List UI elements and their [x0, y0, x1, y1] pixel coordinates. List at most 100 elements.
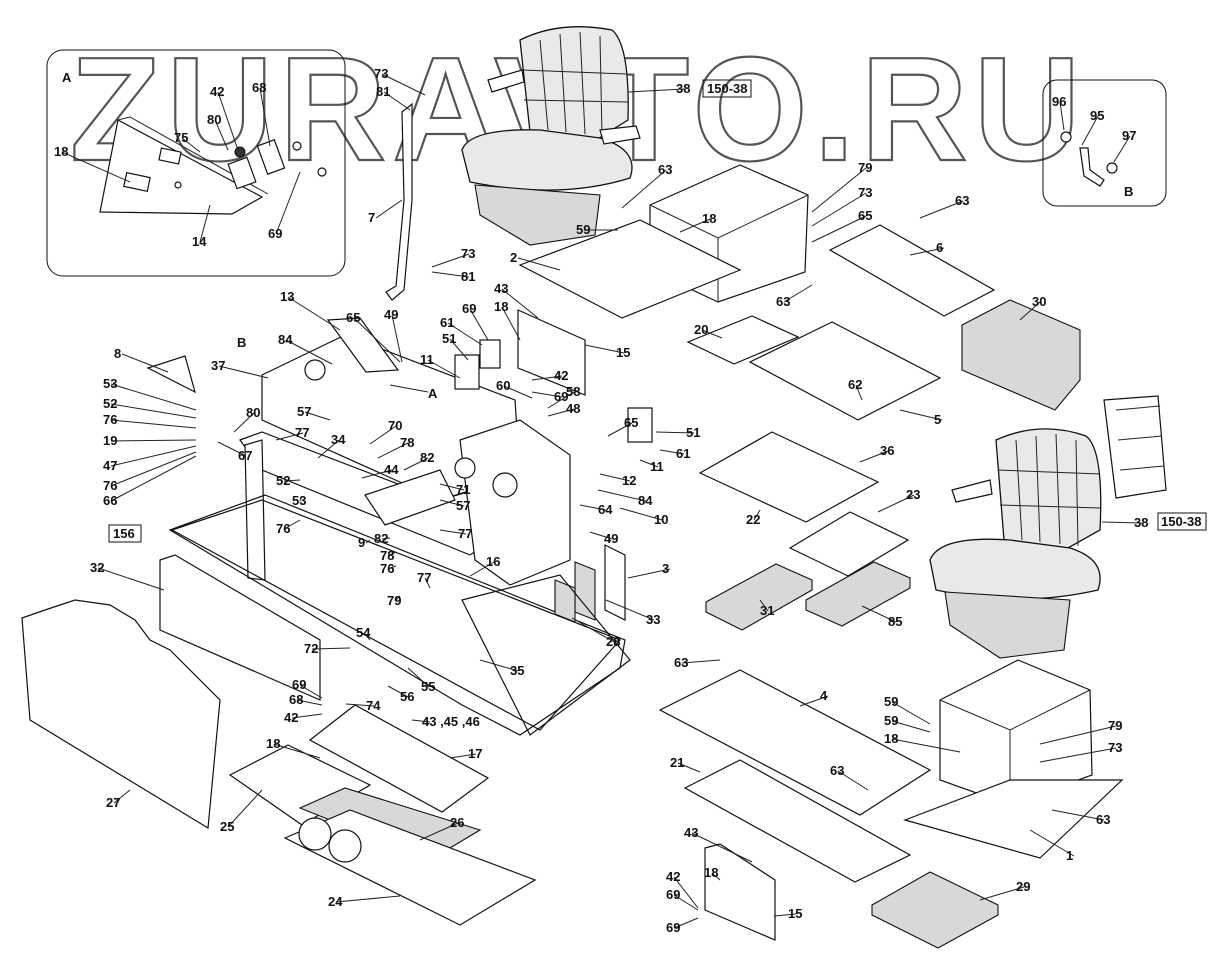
- leader-line: [1019, 301, 1041, 321]
- leader-line: [1051, 809, 1105, 821]
- part-callout-label: 63: [1096, 812, 1110, 827]
- leader-line: [861, 605, 897, 623]
- leader-line: [199, 204, 211, 243]
- part-callout-label: 42: [666, 869, 680, 884]
- leader-line: [1039, 725, 1117, 745]
- leader-line: [407, 667, 430, 688]
- leader-line: [711, 872, 721, 881]
- leader-line: [783, 284, 813, 303]
- leader-line: [394, 595, 401, 602]
- leader-line: [217, 91, 239, 151]
- part-callout-label: 52: [103, 396, 117, 411]
- part-callout-label: 65: [858, 208, 872, 223]
- view-marker-b: B: [237, 335, 246, 350]
- leader-line: [304, 411, 331, 421]
- panel-part-23: [788, 511, 910, 577]
- part-callout-label: 73: [1108, 740, 1122, 755]
- panel-part-15: [517, 309, 586, 396]
- part-callout-label: 68: [252, 80, 266, 95]
- part-callout-label: 18: [704, 865, 718, 880]
- part-callout-label: 42: [210, 84, 224, 99]
- part-callout-label: 78: [400, 435, 414, 450]
- plate-part-11b: [627, 407, 653, 443]
- part-callout-label: 43 ,45 ,46: [422, 714, 480, 729]
- leader-line: [479, 659, 519, 672]
- part-callout-label: 65: [346, 310, 360, 325]
- leader-line: [681, 659, 721, 664]
- part-callout-label: 18: [884, 731, 898, 746]
- part-callout-label: 63: [955, 193, 969, 208]
- leader-line: [627, 88, 685, 93]
- leader-line: [383, 91, 411, 111]
- part-callout-label: 9: [358, 535, 365, 550]
- leader-line: [1113, 135, 1131, 163]
- part-callout-label: 72: [304, 641, 318, 656]
- part-callout-label: 63: [830, 763, 844, 778]
- leader-line: [799, 695, 829, 707]
- leader-line: [501, 288, 539, 319]
- leader-line: [449, 753, 477, 759]
- leader-line: [811, 215, 867, 243]
- leader-line: [387, 551, 397, 557]
- part-callout-label: 1: [1066, 848, 1073, 863]
- leader-line: [365, 539, 371, 544]
- part-callout-label: 4: [820, 688, 828, 703]
- part-callout-label: 81: [376, 84, 390, 99]
- leader-line: [547, 391, 575, 409]
- leader-line: [287, 296, 341, 331]
- part-callout-label: 2: [510, 250, 517, 265]
- part-callout-label: 15: [788, 906, 802, 921]
- ref-150-38-top: 150-38: [707, 81, 747, 96]
- part-callout-label: 69: [462, 301, 476, 316]
- leader-line: [439, 483, 465, 491]
- storage-box-upper: [518, 164, 809, 319]
- part-callout-label: 20: [694, 322, 708, 337]
- leader-line: [627, 568, 671, 579]
- leader-line: [503, 385, 533, 399]
- leader-line: [121, 353, 169, 373]
- part-callout-label: 34: [331, 432, 346, 447]
- inset-b-detail: B: [1042, 79, 1167, 207]
- block-part-31: [705, 563, 813, 631]
- leader-line: [811, 167, 867, 213]
- leader-line: [227, 789, 263, 828]
- base-frame: [461, 574, 631, 736]
- leader-line: [584, 344, 625, 354]
- leader-line: [837, 770, 869, 791]
- part-callout-label: 60: [496, 378, 510, 393]
- leader-line: [363, 632, 371, 641]
- leader-line: [110, 419, 197, 429]
- leader-line: [387, 685, 409, 698]
- part-callout-label: 82: [420, 450, 434, 465]
- leader-line: [275, 171, 301, 235]
- leader-line: [1039, 747, 1117, 763]
- part-callout-label: 25: [220, 819, 234, 834]
- leader-line: [891, 720, 931, 733]
- leader-line: [899, 409, 943, 421]
- part-callout-label: 81: [461, 269, 475, 284]
- part-callout-label: 18: [266, 736, 280, 751]
- leader-line: [110, 439, 197, 442]
- leader-line: [110, 403, 197, 419]
- part-callout-label: 29: [1016, 879, 1030, 894]
- part-callout-label: 12: [622, 473, 636, 488]
- leader-line: [424, 577, 431, 589]
- leader-line: [891, 701, 931, 725]
- leader-line: [218, 365, 269, 379]
- part-callout-label: 69: [554, 389, 568, 404]
- part-callout-label: 52: [276, 473, 290, 488]
- inset-b-letter: B: [1124, 184, 1133, 199]
- part-callout-label: 71: [456, 482, 470, 497]
- leader-line: [605, 599, 655, 621]
- leader-line: [427, 359, 461, 379]
- part-callout-label: 57: [456, 498, 470, 513]
- leader-line: [1029, 829, 1075, 857]
- part-callout-label: 63: [658, 162, 672, 177]
- leader-line: [547, 408, 575, 417]
- leader-line: [877, 494, 915, 513]
- leader-line: [773, 913, 797, 917]
- part-callout-label: 21: [670, 755, 684, 770]
- leader-line: [110, 383, 197, 411]
- part-callout-label: 80: [246, 405, 260, 420]
